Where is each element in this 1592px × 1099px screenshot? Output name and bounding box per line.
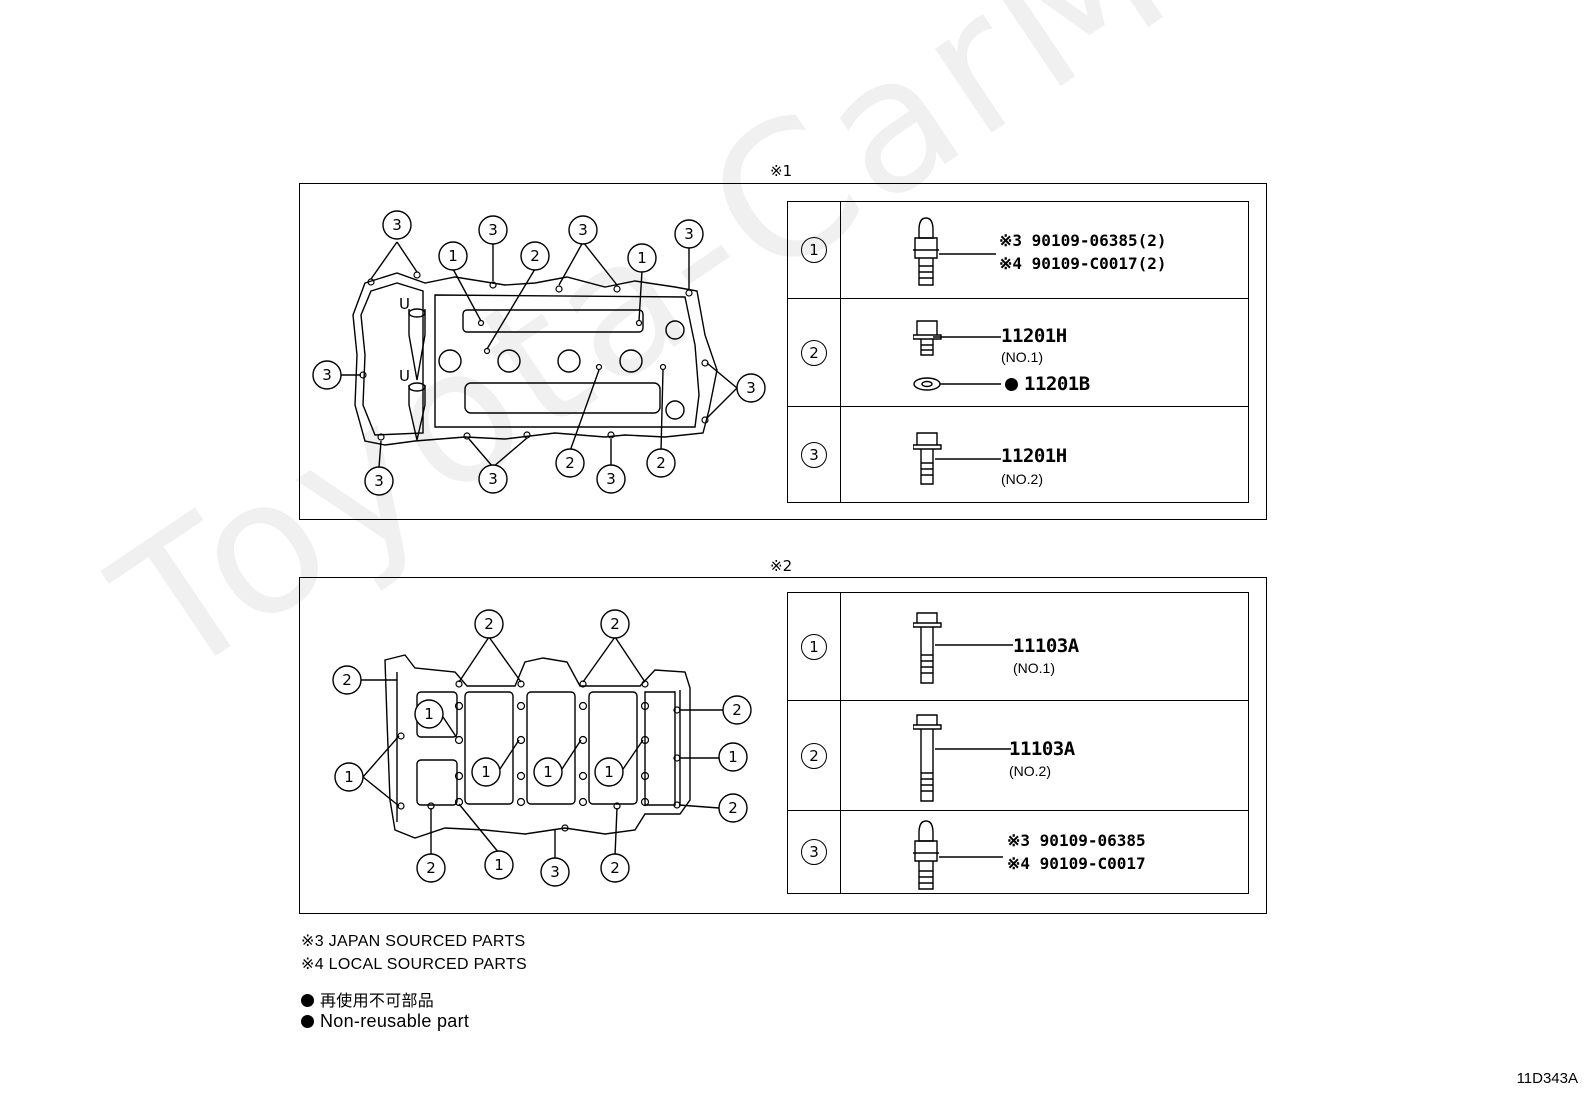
svg-text:2: 2 <box>656 454 666 472</box>
part-number-line: ※4 90109-C0017(2) <box>999 254 1167 273</box>
bolt-icon <box>913 320 1001 391</box>
svg-text:3: 3 <box>684 225 694 243</box>
part-cell: ※3 90109-06385(2) ※4 90109-C0017(2) <box>840 201 1249 299</box>
washer-part: 11201B <box>1005 373 1090 395</box>
note-local-sourced: ※4 LOCAL SOURCED PARTS <box>301 956 527 973</box>
stud-bolt-icon <box>913 820 1003 890</box>
stud-bolt-icon <box>913 217 996 286</box>
callout-number: 2 <box>801 742 827 769</box>
part-number-line: ※3 90109-06385 <box>1007 831 1146 850</box>
svg-text:3: 3 <box>578 221 588 239</box>
svg-text:2: 2 <box>610 859 620 877</box>
row-number-cell: 2 <box>787 298 841 407</box>
svg-text:1: 1 <box>637 249 647 267</box>
part-cell: 11201H (NO.2) <box>840 406 1249 503</box>
svg-text:3: 3 <box>606 470 616 488</box>
svg-text:2: 2 <box>610 615 620 633</box>
svg-text:2: 2 <box>484 615 494 633</box>
note-japan-sourced: ※3 JAPAN SOURCED PARTS <box>301 933 526 950</box>
svg-text:3: 3 <box>488 221 498 239</box>
svg-text:1: 1 <box>344 768 354 786</box>
panel1 <box>299 183 1267 520</box>
part-subtitle: (NO.1) <box>1013 660 1055 676</box>
svg-text:3: 3 <box>322 366 332 384</box>
svg-text:2: 2 <box>565 454 575 472</box>
note-nonreusable-en: Non-reusable part <box>301 1011 469 1032</box>
svg-text:2: 2 <box>732 701 742 719</box>
part-subtitle: (NO.2) <box>1009 763 1051 779</box>
long-bolt-icon <box>913 612 1013 684</box>
svg-text:U: U <box>399 367 410 385</box>
part-subtitle: (NO.1) <box>1001 349 1043 365</box>
row-number-cell: 1 <box>787 592 841 701</box>
bolt-icon <box>913 432 1001 485</box>
cylinder-head-cover-diagram: 3 3 3 3 1 2 1 3 3 3 3 2 3 2 U U <box>312 210 766 496</box>
svg-text:2: 2 <box>530 247 540 265</box>
non-reusable-dot-icon <box>301 994 314 1007</box>
note-nonreusable-jp-text: 再使用不可部品 <box>320 991 435 1010</box>
part-cell: ※3 90109-06385 ※4 90109-C0017 <box>840 810 1249 894</box>
part-number: 11103A <box>1009 738 1075 760</box>
callout-number: 1 <box>801 633 827 660</box>
parts-table-2: 1 11103A (NO.1) 2 11103A <box>787 592 1249 894</box>
figure-code: 11D343A <box>1516 1070 1578 1087</box>
svg-text:1: 1 <box>604 763 614 781</box>
callout-number: 3 <box>801 839 827 865</box>
svg-text:3: 3 <box>746 379 756 397</box>
part-subtitle: (NO.2) <box>1001 471 1043 487</box>
panel2 <box>299 577 1267 914</box>
note-nonreusable-jp: 再使用不可部品 <box>301 987 434 1011</box>
part-cell: 11103A (NO.1) <box>840 592 1249 701</box>
svg-text:1: 1 <box>448 247 458 265</box>
washer-part-number: 11201B <box>1024 373 1090 395</box>
non-reusable-dot-icon <box>301 1015 314 1028</box>
svg-text:1: 1 <box>481 763 491 781</box>
callout-number: 2 <box>801 339 827 366</box>
svg-text:2: 2 <box>342 671 352 689</box>
callout-number: 3 <box>801 441 827 468</box>
part-number-line: ※4 90109-C0017 <box>1007 854 1146 873</box>
row-number-cell: 3 <box>787 406 841 503</box>
part-cell: 11103A (NO.2) <box>840 700 1249 811</box>
svg-text:1: 1 <box>543 763 553 781</box>
camshaft-housing-diagram: 2 2 2 2 1 2 1 1 1 1 1 2 1 3 2 <box>332 609 752 887</box>
note-nonreusable-en-text: Non-reusable part <box>320 1011 470 1031</box>
svg-text:2: 2 <box>426 859 436 877</box>
part-number: 11201H <box>1001 325 1067 347</box>
svg-text:3: 3 <box>488 470 498 488</box>
row-number-cell: 2 <box>787 700 841 811</box>
svg-text:1: 1 <box>494 856 504 874</box>
svg-text:U: U <box>399 295 410 313</box>
part-number: 11103A <box>1013 635 1079 657</box>
part-number-line: ※3 90109-06385(2) <box>999 231 1167 250</box>
row-number-cell: 1 <box>787 201 841 299</box>
non-reusable-dot-icon <box>1005 378 1018 391</box>
svg-text:2: 2 <box>728 799 738 817</box>
panel2-mark: ※2 <box>770 557 793 575</box>
svg-text:1: 1 <box>424 705 434 723</box>
row-number-cell: 3 <box>787 810 841 894</box>
svg-text:3: 3 <box>374 472 384 490</box>
callout-number: 1 <box>801 237 827 263</box>
parts-table-1: 1 ※3 90109-06385(2) ※4 90109-C0017(2) 2 <box>787 201 1249 503</box>
part-number: 11201H <box>1001 445 1067 467</box>
svg-text:3: 3 <box>550 863 560 881</box>
svg-text:3: 3 <box>392 216 402 234</box>
svg-text:1: 1 <box>728 748 738 766</box>
panel1-mark: ※1 <box>770 162 793 180</box>
long-bolt-icon <box>913 714 1011 802</box>
part-cell: 11201H (NO.1) 11201B <box>840 298 1249 407</box>
